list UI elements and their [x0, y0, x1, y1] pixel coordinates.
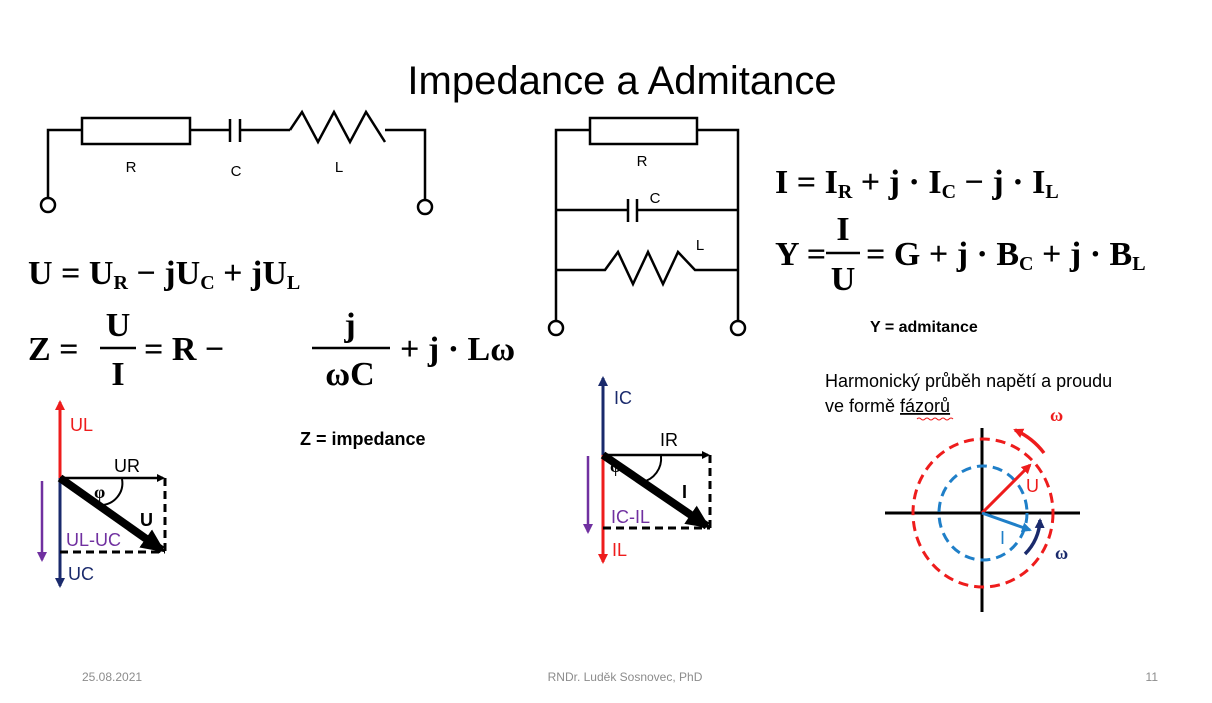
svg-text:ωC: ωC: [325, 356, 374, 393]
formula-z: Z = U I = R − j ωC + j · Lω: [28, 307, 515, 393]
y-definition: Y = admitance: [870, 319, 978, 336]
label-ul-uc: UL-UC: [66, 530, 121, 550]
z-definition: Z = impedance: [300, 429, 426, 449]
resistor-symbol: [80, 116, 192, 146]
svg-text:+ j · Lω: + j · Lω: [400, 331, 515, 368]
parallel-circuit: [547, 116, 747, 337]
current-circle: [937, 464, 1029, 562]
omega-outer: ω: [1050, 405, 1063, 425]
formula-u-sum: U = UR − jUC + jUL: [28, 255, 300, 294]
svg-text:I: I: [111, 356, 124, 393]
label-ur: UR: [114, 456, 140, 476]
label-l: L: [335, 159, 343, 176]
label-i: I: [682, 482, 687, 502]
capacitor-symbol: [228, 119, 242, 142]
series-phasor-diagram: [37, 400, 167, 588]
label-u-phasor: U: [1026, 476, 1039, 496]
footer-date: 25.08.2021: [82, 670, 142, 684]
svg-text:U: U: [106, 307, 131, 344]
label-r: R: [637, 153, 648, 170]
terminal: [39, 196, 57, 214]
voltage-circle: [911, 437, 1055, 589]
label-i-phasor: I: [1000, 528, 1005, 548]
footer-author: RNDr. Luděk Sosnovec, PhD: [548, 670, 703, 684]
slide-title: Impedance a Admitance: [407, 59, 836, 103]
svg-text:Y =: Y =: [775, 236, 826, 273]
svg-text:= G + j · BC + j · BL: = G + j · BC + j · BL: [866, 236, 1146, 275]
formula-i-sum: I = IR + j · IC − j · IL: [775, 164, 1059, 203]
inductor-symbol: [288, 109, 387, 145]
label-il: IL: [612, 540, 627, 560]
footer-page-number: 11: [1146, 670, 1159, 684]
formula-y: Y = I U = G + j · BC + j · BL: [775, 211, 1146, 298]
harmonic-caption-line1: Harmonický průběh napětí a proudu: [825, 371, 1112, 391]
label-ir: IR: [660, 430, 678, 450]
terminal: [547, 319, 565, 337]
spellcheck-underline: [916, 417, 954, 421]
label-phi: φ: [610, 456, 621, 476]
label-phi: φ: [94, 482, 105, 502]
resistor-symbol: [588, 116, 699, 146]
terminal: [729, 319, 747, 337]
inductor-symbol: [556, 249, 738, 287]
parallel-phasor-diagram: [583, 376, 712, 564]
svg-text:U: U: [831, 261, 856, 298]
label-u: U: [140, 510, 153, 530]
label-r: R: [126, 159, 137, 176]
series-circuit: [39, 109, 434, 216]
rotating-phasor-diagram: [885, 428, 1080, 612]
svg-text:j: j: [343, 307, 355, 344]
harmonic-caption-line2: ve formě fázorů: [825, 396, 950, 416]
label-c: C: [650, 190, 661, 207]
label-ul: UL: [70, 415, 93, 435]
label-ic-il: IC-IL: [611, 507, 650, 527]
label-l: L: [696, 237, 704, 254]
svg-text:Z =: Z =: [28, 331, 79, 368]
terminal: [416, 198, 434, 216]
svg-text:I: I: [836, 211, 849, 248]
svg-text:= R −: = R −: [144, 331, 224, 368]
label-c: C: [231, 163, 242, 180]
label-ic: IC: [614, 388, 632, 408]
omega-inner: ω: [1055, 543, 1068, 563]
label-uc: UC: [68, 564, 94, 584]
capacitor-symbol: [556, 199, 738, 222]
